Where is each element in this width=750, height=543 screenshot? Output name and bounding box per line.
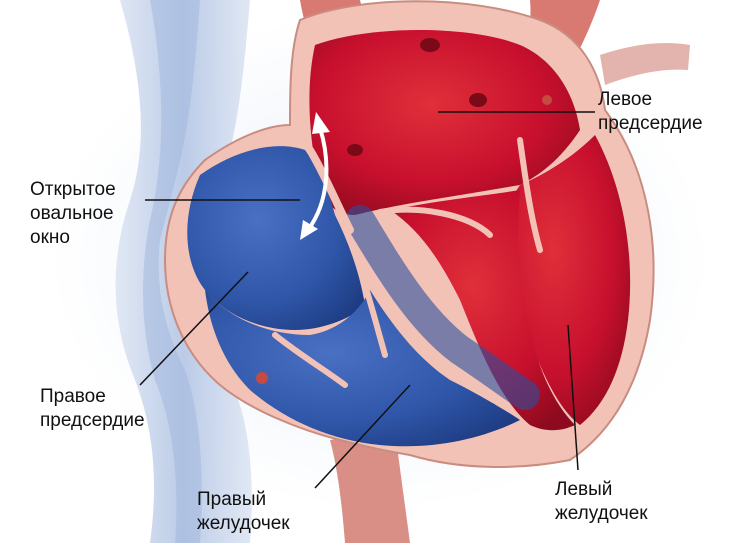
septum [306,146,354,234]
leader-line-left-ventricle [567,324,579,471]
coronary-vessel-dot [256,372,268,384]
vessel-right-small [600,43,690,85]
label-foramen-ovale: Открытое овальное окно [30,179,116,248]
coronary-vessel-dot [542,95,552,105]
tricuspid-valve [347,237,388,358]
right-ventricle [205,290,520,447]
label-right-ventricle: Правый желудочек [197,489,290,534]
right-ventricle-inner [345,205,540,410]
vein-opening [347,144,363,156]
vein-opening [420,38,440,52]
left-ventricle [490,135,631,425]
inferior-vessel [330,430,410,543]
tricuspid-valve [272,332,348,388]
vein-opening [469,93,487,107]
label-left-ventricle: Левый желудочек [555,479,648,524]
leader-line-right-atrium [139,271,249,386]
foramen-ovale-arrow [300,112,330,240]
label-left-atrium: Левое предсердие [598,89,703,134]
right-atrium [187,146,365,330]
left-ventricle-inner [390,190,575,431]
leader-line-right-ventricle [314,384,411,489]
mitral-valve [517,137,543,253]
left-atrium [309,30,580,215]
label-right-atrium: Правое предсердие [40,386,145,431]
vena-cava-shade [143,0,202,543]
mitral-valve [377,206,493,238]
